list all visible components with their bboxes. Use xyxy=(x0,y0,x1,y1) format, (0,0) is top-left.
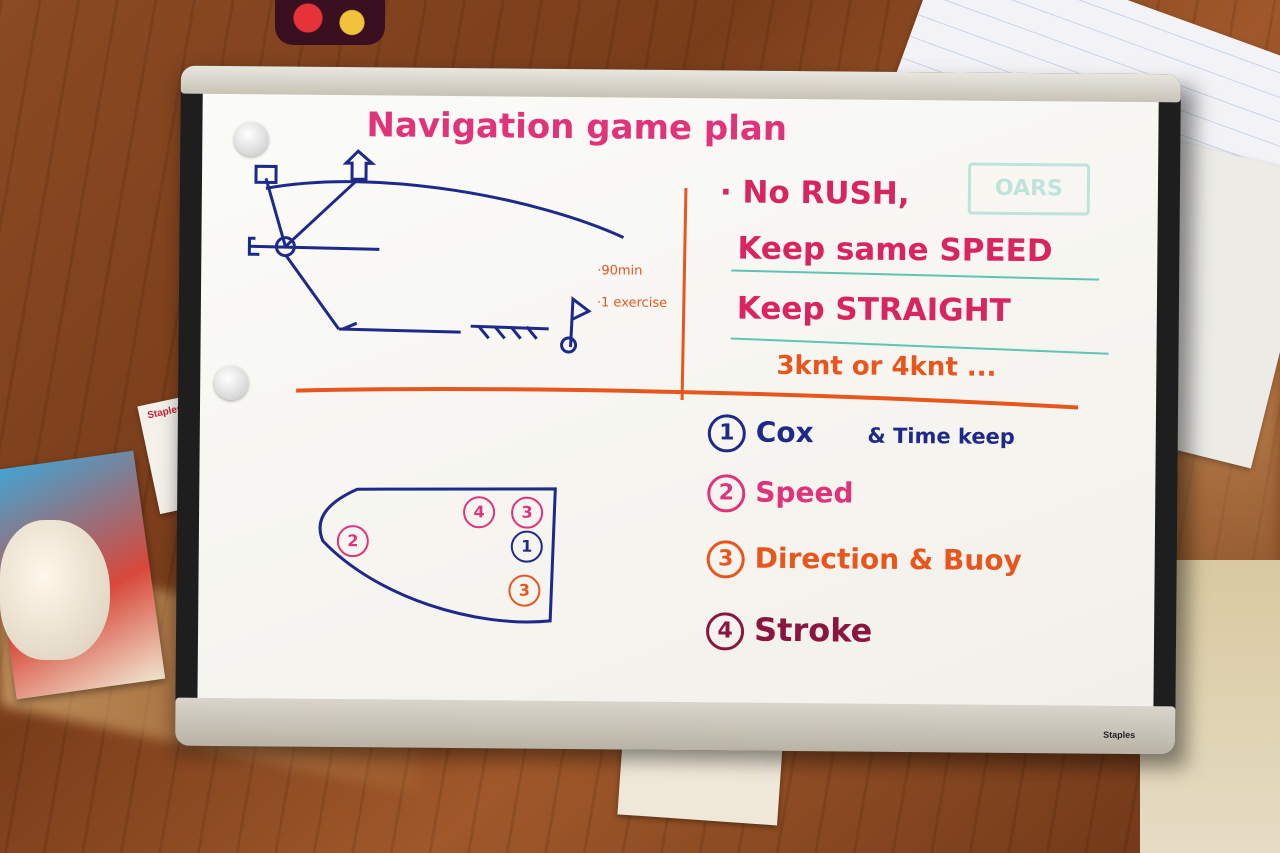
sketch-drawing xyxy=(247,149,1109,624)
boat-seat: 2 xyxy=(336,525,369,558)
rule-no-rush: · No RUSH, xyxy=(719,174,910,213)
boat-seat: 3 xyxy=(510,496,544,529)
rule-same-speed: Keep same SPEED xyxy=(737,230,1053,270)
role-cox-label: Cox xyxy=(755,415,814,450)
teal-underline-1 xyxy=(731,269,1100,281)
note-exercise: ·1 exercise xyxy=(596,295,668,311)
role-cox: 1 Cox & Time keep xyxy=(707,414,1016,455)
role-direction-number: 3 xyxy=(706,540,745,579)
rule-speed-knots: 3knt or 4knt ... xyxy=(776,350,997,383)
note-time: ·90min xyxy=(597,263,643,279)
role-direction-label: Direction & Buoy xyxy=(754,541,1022,578)
boat-outline xyxy=(318,487,557,624)
navigation-sketch xyxy=(247,149,625,340)
vertical-divider xyxy=(680,188,688,401)
whiteboard: Staples Navigation game plan OARS xyxy=(175,65,1181,755)
teal-underline-2 xyxy=(730,337,1109,355)
role-stroke-label: Stroke xyxy=(753,610,873,650)
boat-seat: 4 xyxy=(462,496,496,529)
role-stroke-number: 4 xyxy=(705,612,745,651)
flower-mug xyxy=(275,0,385,45)
rule-straight: Keep STRAIGHT xyxy=(736,290,1011,329)
buoy-flag xyxy=(560,296,592,354)
tissue-paper xyxy=(0,520,110,660)
role-speed: 2 Speed xyxy=(707,474,854,513)
role-cox-extra: & Time keep xyxy=(867,423,1016,449)
role-speed-label: Speed xyxy=(755,475,854,510)
role-speed-number: 2 xyxy=(707,474,746,513)
role-cox-number: 1 xyxy=(707,414,746,453)
boat-seat: 3 xyxy=(508,574,541,607)
boat-seat: 1 xyxy=(510,530,543,563)
horizontal-divider xyxy=(296,387,1079,410)
